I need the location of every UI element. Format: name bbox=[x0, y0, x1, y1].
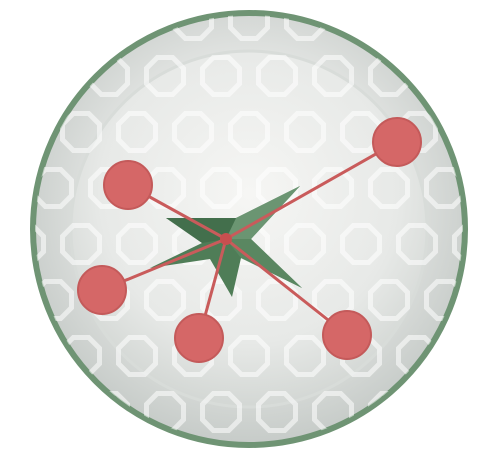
pattern-tile bbox=[396, 15, 438, 41]
pattern-tile bbox=[35, 223, 46, 265]
pattern-tile bbox=[116, 223, 158, 265]
node-top-left bbox=[103, 160, 153, 210]
pattern-tile bbox=[340, 111, 382, 153]
pattern-tile bbox=[172, 111, 214, 153]
pattern-tile bbox=[483, 170, 500, 207]
pattern-tile bbox=[60, 111, 102, 153]
link-top-right bbox=[224, 140, 399, 241]
node-top-right bbox=[372, 117, 422, 167]
pattern-tile bbox=[228, 111, 270, 153]
pattern-tile bbox=[200, 279, 242, 321]
pattern-tile bbox=[256, 279, 298, 321]
pattern-tile bbox=[144, 55, 186, 97]
pattern-tile bbox=[483, 282, 500, 319]
pattern-tile bbox=[35, 15, 46, 41]
pattern-tile bbox=[35, 111, 46, 153]
pattern-tile bbox=[284, 335, 326, 377]
pattern-tile bbox=[368, 279, 410, 321]
pattern-tile bbox=[340, 15, 382, 41]
pattern-tile bbox=[200, 167, 242, 209]
node-bottom bbox=[174, 313, 224, 363]
pattern-tile bbox=[200, 55, 242, 97]
pattern-tile bbox=[312, 167, 354, 209]
pattern-tile bbox=[340, 223, 382, 265]
pattern-tile bbox=[452, 335, 463, 377]
pattern-tile bbox=[424, 391, 463, 433]
pattern-tile bbox=[35, 279, 74, 321]
pattern-tile bbox=[35, 167, 74, 209]
pattern-tile bbox=[172, 15, 214, 41]
pattern-tile bbox=[60, 223, 102, 265]
pattern-tile bbox=[396, 223, 438, 265]
pattern-tile bbox=[228, 15, 270, 41]
hub-node bbox=[220, 233, 232, 245]
network-nodes bbox=[77, 117, 422, 363]
pattern-tile bbox=[116, 335, 158, 377]
pattern-tile bbox=[88, 391, 130, 433]
pattern-tile bbox=[35, 335, 46, 377]
pattern-tile bbox=[424, 55, 463, 97]
pattern-tile bbox=[256, 55, 298, 97]
pattern-tile bbox=[452, 111, 463, 153]
pattern-tile bbox=[256, 391, 298, 433]
pattern-tile bbox=[228, 335, 270, 377]
pattern-tile bbox=[200, 391, 242, 433]
pattern-tile bbox=[116, 111, 158, 153]
pattern-tile bbox=[284, 111, 326, 153]
pattern-tile bbox=[312, 55, 354, 97]
node-left bbox=[77, 265, 127, 315]
pattern-tile bbox=[144, 279, 186, 321]
pattern-tile bbox=[452, 15, 463, 41]
pattern-tile bbox=[284, 223, 326, 265]
pattern-tile bbox=[116, 15, 158, 41]
pattern-tile bbox=[35, 55, 74, 97]
pattern-tile bbox=[483, 394, 500, 431]
pattern-tile bbox=[35, 391, 74, 433]
pattern-tile bbox=[284, 15, 326, 41]
pattern-tile bbox=[368, 167, 410, 209]
pattern-tile bbox=[60, 15, 102, 41]
pattern-tile bbox=[368, 391, 410, 433]
node-bottom-right bbox=[322, 310, 372, 360]
pattern-tile bbox=[483, 58, 500, 95]
link-bottom-right bbox=[224, 237, 349, 337]
pattern-tile bbox=[452, 223, 463, 265]
